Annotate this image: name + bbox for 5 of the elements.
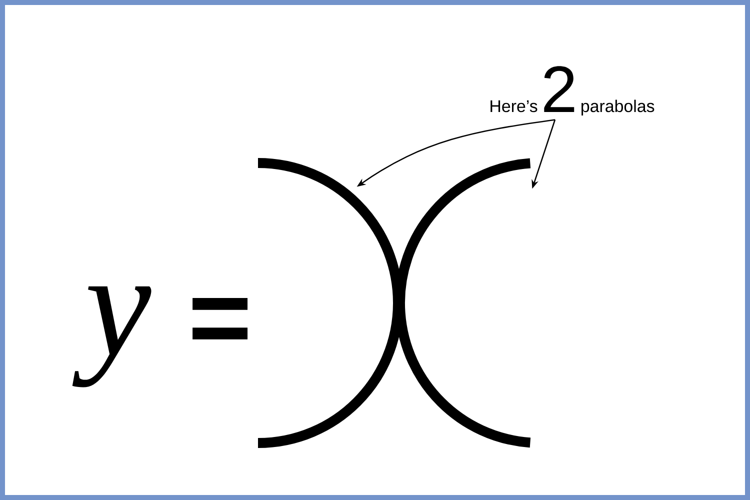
equals-sign: = [192, 298, 248, 340]
annotation-text: Here’s [490, 100, 538, 112]
annotation-text: parabolas [582, 100, 654, 116]
variable-y: y [72, 286, 152, 388]
big-number: 2 [544, 66, 574, 112]
